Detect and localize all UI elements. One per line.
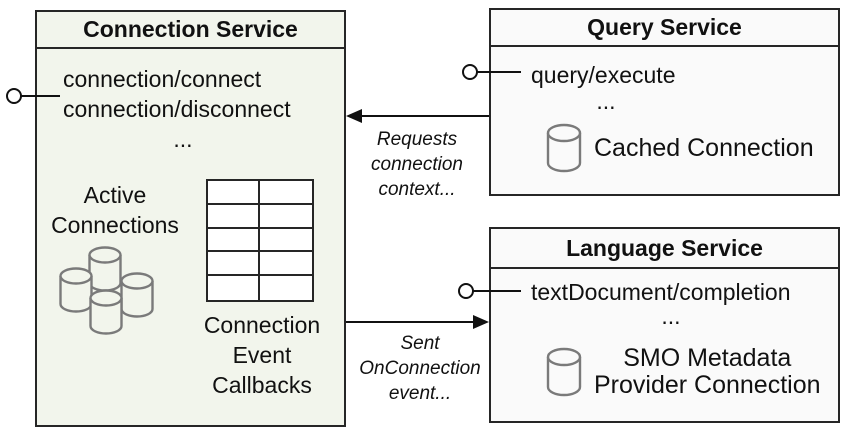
table-cell (260, 276, 312, 300)
sent-onconnection-arrow (346, 315, 489, 329)
language-service-methods: textDocument/completion ... (531, 280, 811, 328)
connection-service-methods: connection/connect connection/disconnect… (63, 64, 303, 154)
table-cell (208, 181, 260, 205)
query-service-box: Query Service query/execute ... Cached C… (489, 8, 840, 196)
connection-service-box: Connection Service connection/connect co… (35, 10, 346, 427)
active-connections-label: Active Connections (50, 180, 180, 240)
active-connections-line1: Active (83, 182, 147, 208)
sent-onconnection-event-label: Sent OnConnection event... (352, 331, 488, 406)
table-cell (208, 204, 260, 229)
table-cell (208, 276, 260, 300)
database-cylinder-icon (88, 246, 122, 292)
query-service-title: Query Service (491, 10, 838, 47)
sent-label-line3: event... (388, 383, 452, 404)
sent-label-line1: Sent (400, 333, 440, 354)
table-cell (260, 181, 312, 205)
query-service-title-text: Query Service (587, 14, 742, 40)
database-cylinder-icon (546, 123, 582, 173)
database-cylinder-icon (546, 347, 582, 397)
callbacks-label-line2: Event (232, 342, 292, 368)
method-textdocument-completion: textDocument/completion (531, 279, 791, 305)
language-service-title: Language Service (491, 229, 838, 269)
smo-metadata-provider-connection-label: SMO Metadata Provider Connection (594, 345, 821, 399)
table-cell (208, 252, 260, 277)
method-connection-connect: connection/connect (63, 66, 262, 92)
methods-ellipsis: ... (661, 303, 681, 329)
sent-label-line2: OnConnection (359, 358, 481, 379)
smo-label-line2: Provider Connection (594, 371, 821, 399)
connection-service-title-text: Connection Service (83, 16, 298, 42)
table-cell (208, 228, 260, 253)
language-service-box: Language Service textDocument/completion… (489, 227, 840, 423)
requests-label-line3: context... (378, 179, 456, 200)
callback-grid-table (206, 179, 314, 302)
requests-label-line1: Requests (376, 129, 458, 150)
table-cell (260, 252, 312, 277)
methods-ellipsis: ... (173, 126, 193, 152)
database-cylinder-cluster-icon (59, 246, 154, 335)
requests-connection-context-label: Requests connection context... (352, 127, 482, 202)
connection-service-title: Connection Service (37, 12, 344, 49)
table-cell (260, 229, 312, 253)
requests-connection-arrow (346, 109, 489, 123)
database-cylinder-icon (120, 272, 154, 318)
smo-label-line1: SMO Metadata (623, 344, 792, 372)
callbacks-label-line3: Callbacks (212, 372, 312, 398)
database-cylinder-icon (89, 289, 123, 335)
callbacks-label-line1: Connection (203, 312, 321, 338)
cached-connection-row: Cached Connection (546, 123, 814, 173)
arrowhead-left-icon (346, 109, 362, 123)
language-service-title-text: Language Service (566, 234, 763, 261)
requests-label-line2: connection (371, 154, 463, 175)
active-connections-line2: Connections (51, 212, 179, 238)
methods-ellipsis: ... (596, 88, 616, 114)
arrowhead-right-icon (473, 315, 489, 329)
query-service-methods: query/execute ... (531, 62, 681, 114)
method-query-execute: query/execute (531, 62, 676, 88)
smo-metadata-row: SMO Metadata Provider Connection (546, 345, 821, 399)
connection-event-callbacks-label: Connection Event Callbacks (177, 310, 347, 400)
method-connection-disconnect: connection/disconnect (63, 96, 291, 122)
table-cell (260, 205, 312, 229)
cached-connection-label: Cached Connection (594, 133, 814, 162)
database-cylinder-icon (59, 267, 93, 313)
